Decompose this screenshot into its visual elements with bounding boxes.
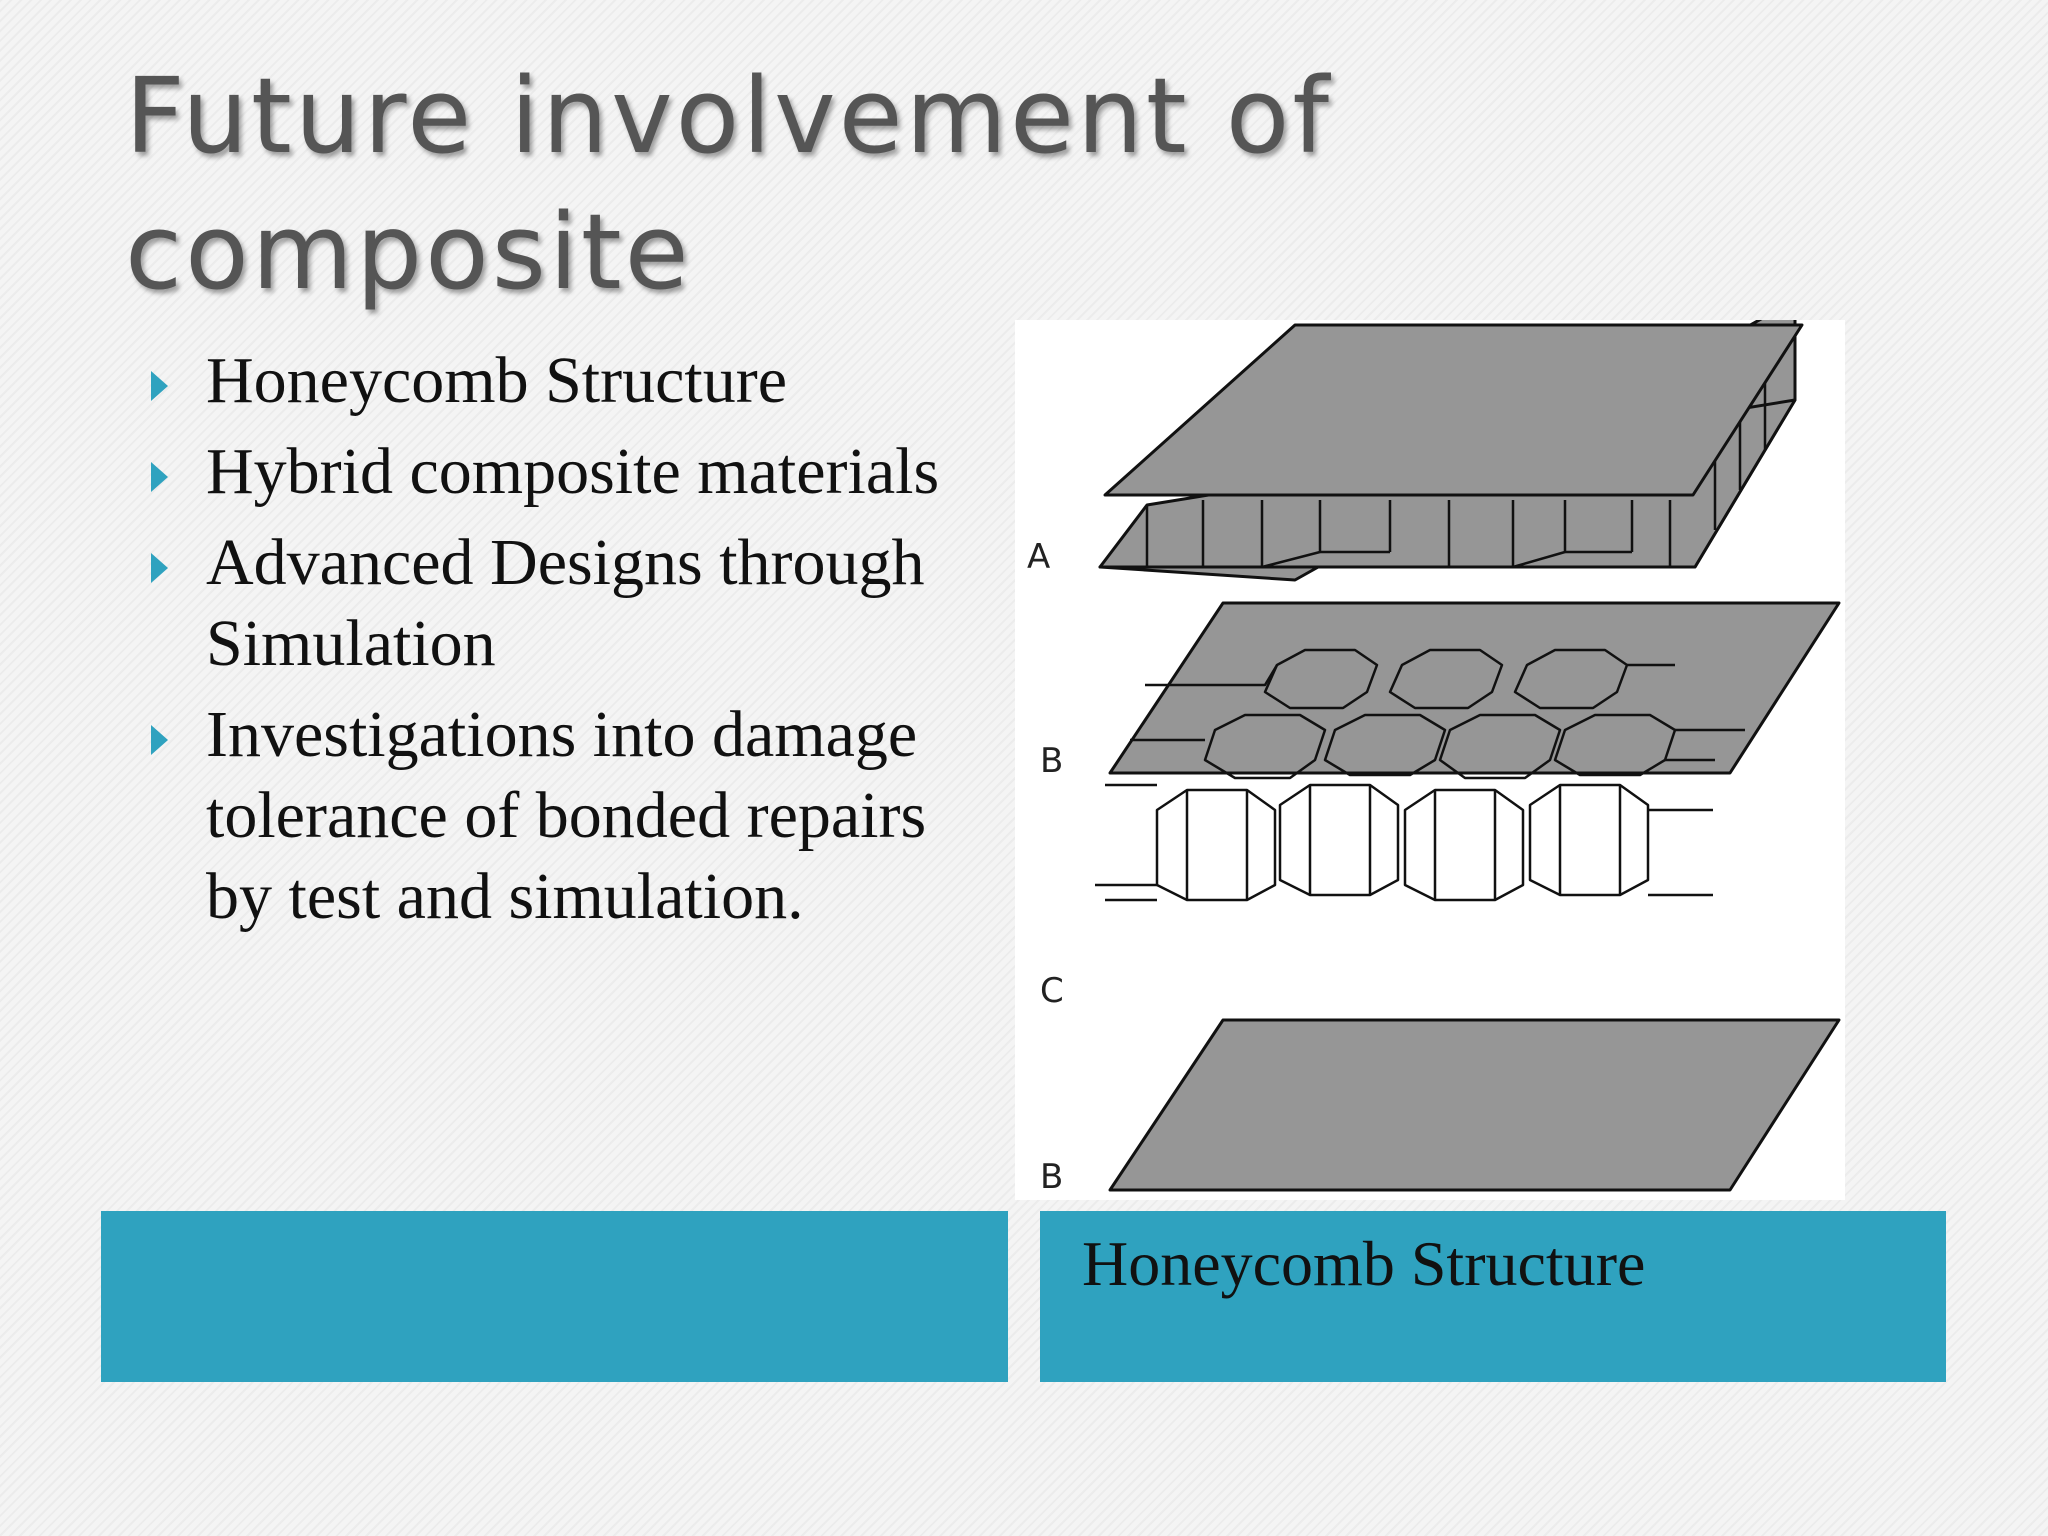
accent-panel-left (101, 1211, 1008, 1382)
bullet-arrow-icon (151, 462, 168, 492)
bullet-item: Honeycomb Structure (148, 340, 1008, 421)
label-a: A (1027, 537, 1050, 577)
bullet-item: Advanced Designs through Simulation (148, 522, 1008, 684)
label-b-bottom: B (1040, 1157, 1063, 1197)
bullet-item: Investigations into damage tolerance of … (148, 694, 1008, 937)
bullet-text: Advanced Designs through Simulation (206, 526, 925, 680)
bullet-arrow-icon (151, 371, 168, 401)
bullet-arrow-icon (151, 553, 168, 583)
plate-a-top (1103, 323, 1804, 497)
label-c: C (1040, 971, 1064, 1011)
label-b-top: B (1040, 741, 1063, 781)
bullet-list: Honeycomb Structure Hybrid composite mat… (148, 340, 1008, 947)
slide-title: Future involvement of composite (125, 55, 1332, 313)
bullet-text: Investigations into damage tolerance of … (206, 698, 927, 933)
bullet-item: Hybrid composite materials (148, 431, 1008, 512)
bullet-arrow-icon (151, 725, 168, 755)
caption-panel: Honeycomb Structure (1040, 1211, 1946, 1382)
figure-caption: Honeycomb Structure (1082, 1228, 1646, 1299)
honeycomb-core (1095, 648, 1745, 902)
bullet-text: Honeycomb Structure (206, 344, 788, 417)
honeycomb-figure: A B C B (1015, 320, 1845, 1200)
core-a (1145, 365, 1767, 569)
plate-b-top (1108, 601, 1841, 775)
plate-b-bottom (1108, 1018, 1841, 1192)
bullet-text: Hybrid composite materials (206, 435, 940, 508)
